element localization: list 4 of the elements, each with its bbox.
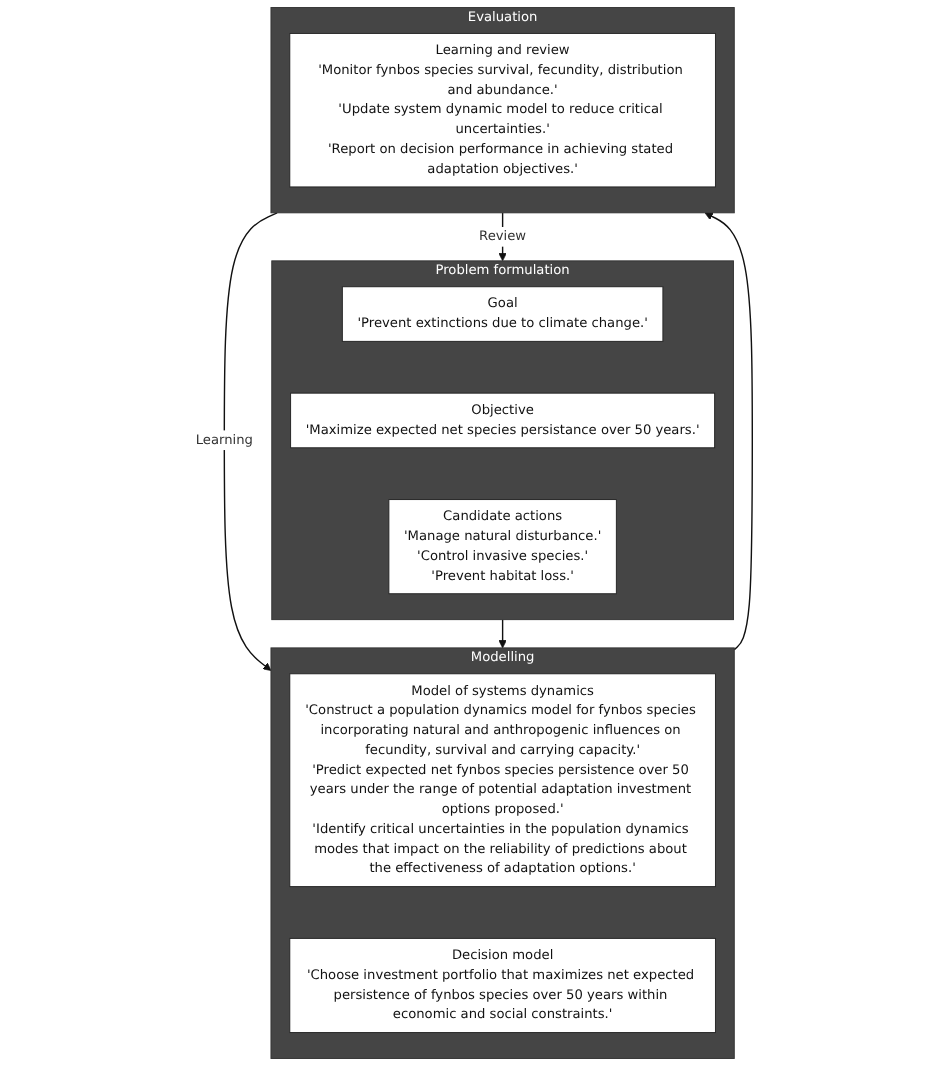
arrow — [498, 618, 507, 649]
arrow — [223, 212, 278, 671]
arrow — [498, 212, 507, 262]
arrow — [704, 212, 753, 651]
